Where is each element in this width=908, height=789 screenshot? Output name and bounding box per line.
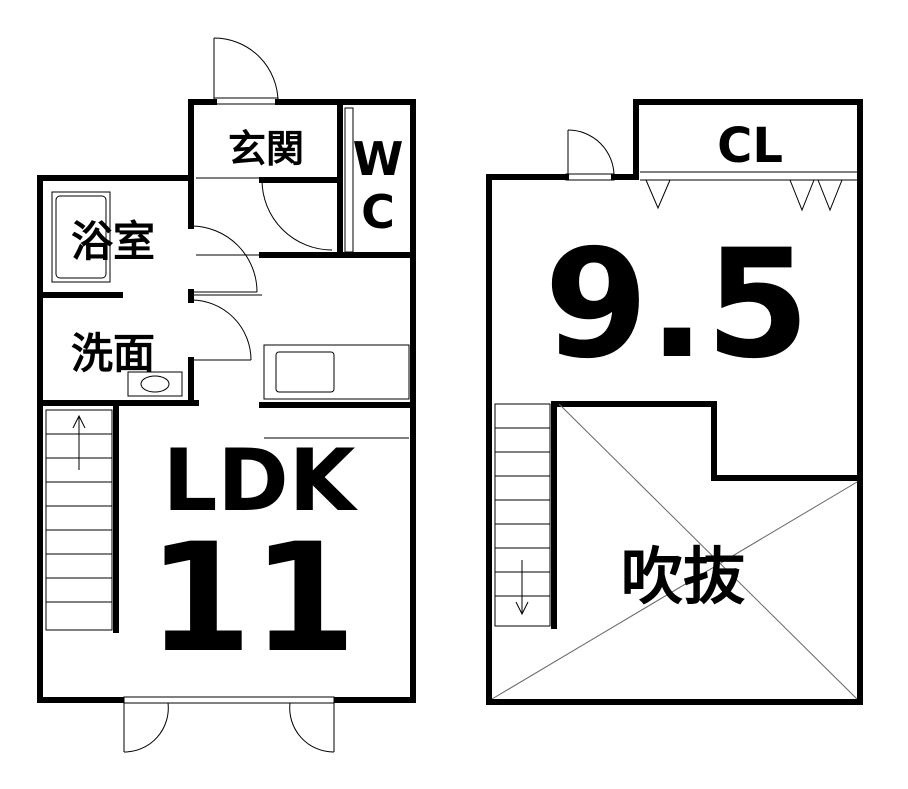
entrance-door [213,37,279,105]
ldk-label: LDK [163,431,359,531]
closet-details [640,171,857,212]
closet-label: CL [717,118,783,174]
wc-label-w: W [353,132,404,186]
second-floor-plan: CL 9.5 吹抜 [486,99,863,705]
second-floor-staircase [494,403,551,627]
first-floor-walls [37,99,416,703]
first-floor-interior-lines [51,107,410,439]
first-floor-door-swings [123,179,335,753]
wc-label-c: C [361,185,395,239]
second-floor-walls [486,99,863,705]
bathroom-label: 浴室 [71,217,155,266]
void-label: 吹抜 [621,540,745,613]
ldk-size-label: 11 [148,512,357,686]
first-floor-staircase [45,409,113,631]
void-diagonals [491,403,858,700]
second-floor-door [565,129,615,181]
room-size-label: 9.5 [544,218,810,392]
entrance-label: 玄関 [228,127,304,171]
first-floor-plan: 玄関 W C 浴室 洗面 LDK 11 [37,37,416,753]
washroom-label: 洗面 [71,329,155,378]
